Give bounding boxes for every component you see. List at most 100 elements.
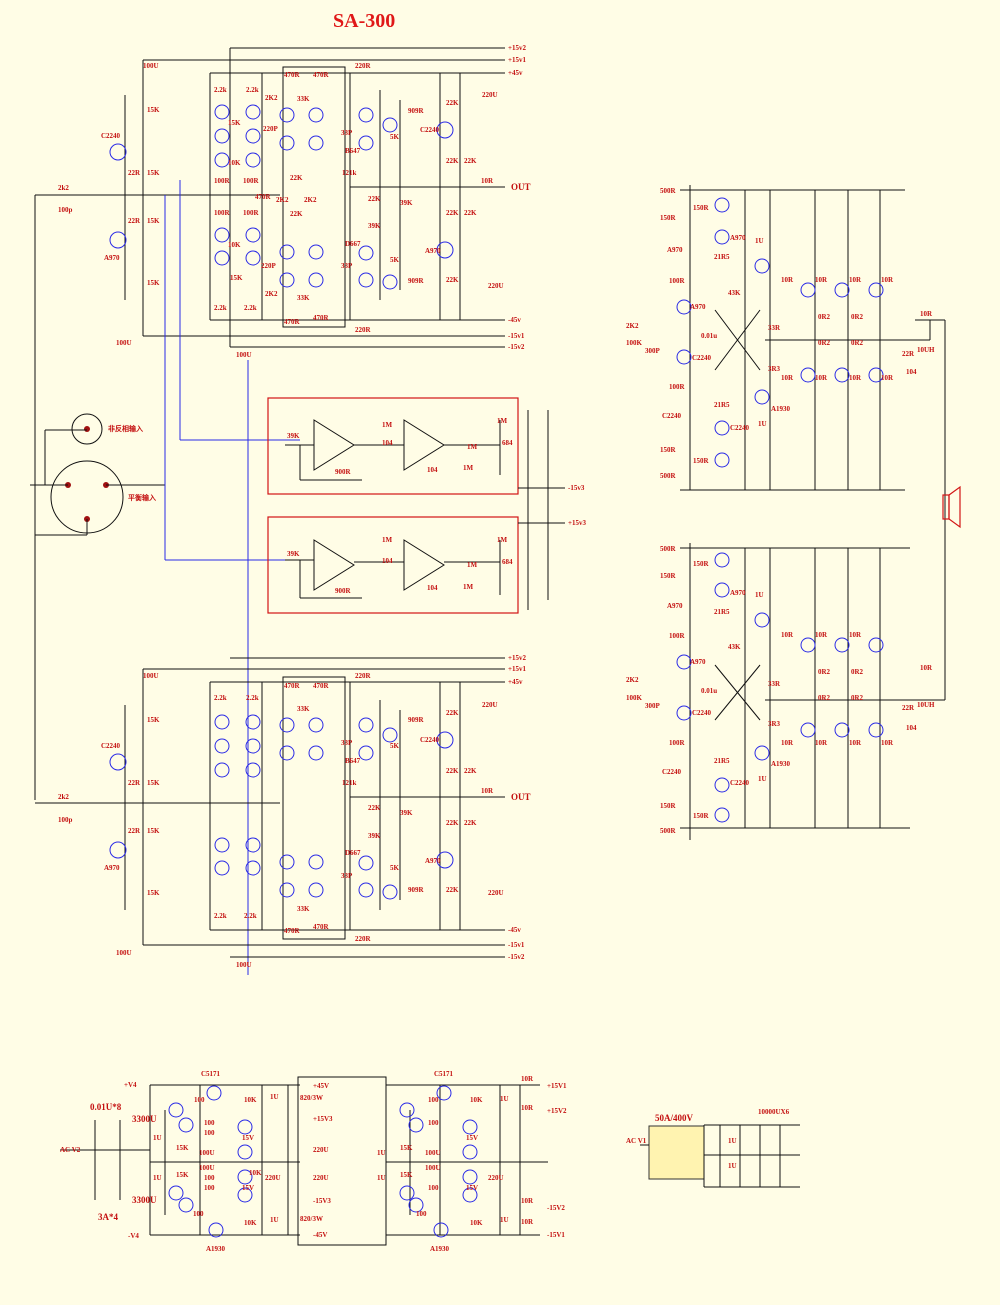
- power-stage-label: 0.01u: [701, 332, 717, 340]
- component-label: 33P: [341, 872, 353, 880]
- component-label: 5K: [390, 864, 400, 872]
- component-label: 470R: [313, 314, 330, 322]
- component-label: 121k: [342, 169, 357, 177]
- power-stage-label: A970: [730, 589, 746, 597]
- psu-label: 100U: [199, 1149, 215, 1157]
- power-stage-label: C2240: [730, 779, 750, 787]
- component-label: 2K2: [276, 196, 289, 204]
- power-stage-label: 3R3: [768, 365, 781, 373]
- output-label: OUT: [511, 182, 531, 192]
- power-stage-label: 150R: [660, 446, 677, 454]
- component-label: 10K: [228, 159, 241, 167]
- bottom-amplifier-channel: +15v2 +15v1 +45v -45v -15v1 -15v2: [35, 654, 531, 969]
- psu-label: 10R: [521, 1075, 534, 1083]
- psu-label: 0.01U*8: [90, 1102, 122, 1112]
- opamp-resistor-label: 39K: [287, 550, 300, 558]
- component-label: 220U: [488, 889, 504, 897]
- component-label: 220U: [482, 701, 498, 709]
- component-label: 220R: [355, 62, 372, 70]
- bridge-rectifier: [648, 1125, 705, 1180]
- power-stage-label: 10R: [849, 374, 862, 382]
- component-label: 100U: [116, 949, 132, 957]
- component-label: A970: [425, 857, 441, 865]
- component-label: 2.2k: [244, 912, 257, 920]
- power-stage-label: 1U: [755, 237, 764, 245]
- cap-label: 1U: [728, 1137, 737, 1145]
- power-stage-label: 1U: [758, 420, 767, 428]
- component-label: 15K: [228, 119, 241, 127]
- opamp-resistor-label: 900R: [335, 468, 352, 476]
- power-stage-label: 104: [906, 368, 917, 376]
- component-label: 33P: [341, 739, 353, 747]
- component-label: 22R: [128, 779, 141, 787]
- rail-label: +15v1: [508, 56, 526, 64]
- component-label: 22K: [290, 174, 303, 182]
- component-label: 100R: [214, 177, 231, 185]
- power-stage-label: 100R: [669, 383, 686, 391]
- power-stage-label: 0R2: [851, 694, 864, 702]
- power-stage-label: 500R: [660, 187, 677, 195]
- opamp-resistor-label: 1M: [463, 464, 474, 472]
- component-label: 100U: [236, 961, 252, 969]
- psu-label: 100: [204, 1184, 215, 1192]
- psu-label: 1U: [377, 1174, 386, 1182]
- psu-label: -V4: [128, 1232, 139, 1240]
- power-stage-label: 10UH: [917, 701, 935, 709]
- psu-label: 100: [194, 1096, 205, 1104]
- psu-label: 100U: [425, 1149, 441, 1157]
- power-stage-label: C2240: [730, 424, 750, 432]
- component-label: 2K2: [265, 290, 278, 298]
- power-stage-label: 150R: [660, 802, 677, 810]
- component-label: 2.2k: [246, 86, 259, 94]
- schematic-title: SA-300: [333, 10, 395, 32]
- psu-label: 100: [204, 1119, 215, 1127]
- component-label: 100U: [143, 62, 159, 70]
- power-stage-label: 21R5: [714, 608, 730, 616]
- power-stage-label: 22R: [902, 350, 915, 358]
- power-stage-label: 100K: [626, 339, 643, 347]
- psu-label: 15V: [242, 1134, 254, 1142]
- psu-label: +45V: [313, 1082, 329, 1090]
- power-stage-label: 33R: [768, 680, 781, 688]
- opamp-resistor-label: 1M: [382, 421, 393, 429]
- component-label: 470R: [284, 71, 301, 79]
- psu-label: 100: [204, 1129, 215, 1137]
- component-label: 22K: [446, 99, 459, 107]
- opamp-cap-label: 684: [502, 558, 513, 566]
- power-stage-label: 100R: [669, 277, 686, 285]
- power-stage-label: 10R: [849, 739, 862, 747]
- psu-label: 3300U: [132, 1195, 157, 1205]
- component-label: 39K: [368, 222, 381, 230]
- component-label: 220R: [355, 935, 372, 943]
- psu-label: -45V: [313, 1231, 327, 1239]
- component-label: 5K: [390, 256, 400, 264]
- power-stage-label: 0.01u: [701, 687, 717, 695]
- psu-label: 10R: [521, 1197, 534, 1205]
- component-label: 909R: [408, 107, 425, 115]
- component-label: 15K: [147, 217, 160, 225]
- opamp-resistor-label: 1M: [463, 583, 474, 591]
- psu-label: 1U: [153, 1134, 162, 1142]
- component-label: 470R: [313, 71, 330, 79]
- component-label: 22K: [446, 157, 459, 165]
- component-label: 33K: [297, 705, 310, 713]
- component-label: 100R: [214, 209, 231, 217]
- psu-label: 10K: [244, 1219, 257, 1227]
- component-label: A970: [104, 254, 120, 262]
- main-psu: 50A/400V AC V1 10000UX6 1U 1U: [626, 1108, 800, 1188]
- psu-label: 820/3W: [300, 1094, 323, 1102]
- power-stage-label: 10R: [781, 739, 794, 747]
- component-label: 33K: [297, 95, 310, 103]
- component-label: 15K: [147, 106, 160, 114]
- power-stage-label: A970: [690, 658, 706, 666]
- component-label: 470R: [313, 923, 330, 931]
- psu-label: 100U: [425, 1164, 441, 1172]
- component-label: C2240: [420, 126, 440, 134]
- component-label: 100R: [243, 209, 260, 217]
- rail-label: +15v2: [508, 44, 526, 52]
- component-label: C2240: [101, 742, 121, 750]
- component-label: 100U: [116, 339, 132, 347]
- psu-label: C5171: [434, 1070, 454, 1078]
- component-label: 22K: [368, 195, 381, 203]
- component-label: 2.2k: [214, 304, 227, 312]
